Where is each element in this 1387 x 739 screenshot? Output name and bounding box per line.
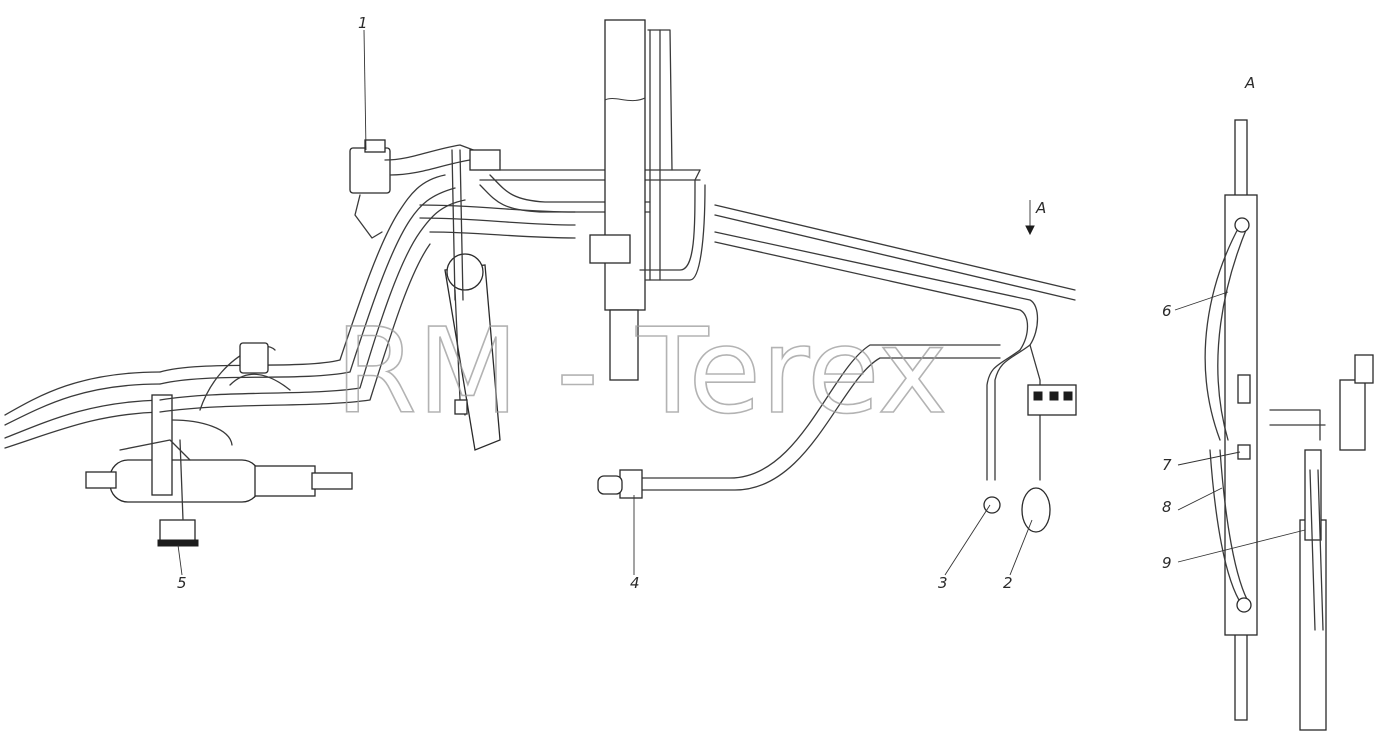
callout-3: 3 bbox=[938, 574, 948, 592]
left-cylinder bbox=[85, 394, 353, 547]
upper-tube-run bbox=[419, 169, 701, 239]
view-a bbox=[1204, 119, 1374, 731]
arrowhead-icon bbox=[1025, 225, 1035, 236]
callout-8: 8 bbox=[1162, 498, 1172, 516]
callout-1: 1 bbox=[358, 14, 368, 32]
callout-7: 7 bbox=[1162, 456, 1172, 474]
view-a-label: A bbox=[1244, 74, 1255, 92]
hose-ends-2-3 bbox=[983, 384, 1077, 533]
inclined-cylinder bbox=[444, 149, 501, 451]
callout-5: 5 bbox=[177, 574, 187, 592]
item4-tube-run bbox=[597, 344, 1001, 499]
central-cylinder bbox=[589, 19, 706, 381]
view-arrow-label: A bbox=[1035, 199, 1046, 217]
left-hose-bundle bbox=[4, 371, 161, 449]
callout-6: 6 bbox=[1162, 302, 1172, 320]
watermark-text: RM - Terex bbox=[335, 302, 947, 440]
callout-4: 4 bbox=[630, 574, 640, 592]
callout-leaders bbox=[177, 29, 1306, 576]
right-long-tubes bbox=[714, 204, 1076, 481]
valve-block-1 bbox=[349, 139, 501, 239]
callout-2: 2 bbox=[1003, 574, 1013, 592]
callout-9: 9 bbox=[1162, 554, 1172, 572]
main-hose-bundle bbox=[159, 174, 466, 413]
